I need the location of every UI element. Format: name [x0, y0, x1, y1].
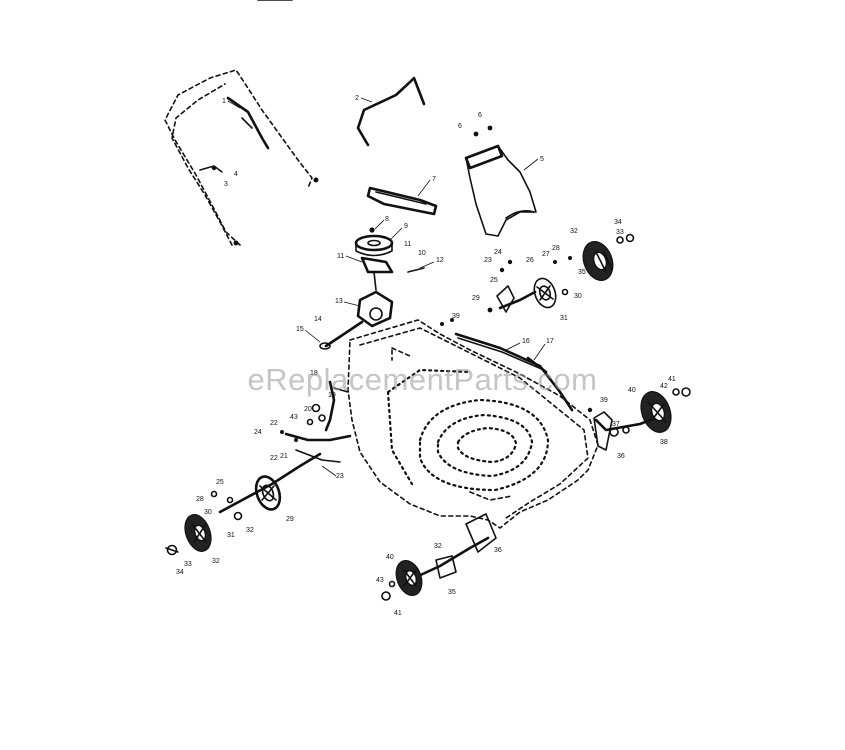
callout-33a: 33 [616, 229, 624, 236]
callout-42: 42 [660, 383, 668, 390]
callout-18: 18 [310, 370, 318, 377]
callout-36b: 36 [494, 547, 502, 554]
callout-36a: 36 [617, 453, 625, 460]
front-left-wheel-group [381, 513, 497, 601]
callout-20: 20 [304, 406, 312, 413]
rear-right-drive-group [487, 233, 635, 313]
callout-6b: 6 [478, 112, 482, 119]
callout-8: 8 [385, 216, 389, 223]
callout-31b: 31 [227, 532, 235, 539]
callout-12: 12 [436, 257, 444, 264]
callout-11b: 11 [404, 241, 411, 248]
callout-32a: 32 [570, 228, 578, 235]
callout-33b: 33 [184, 561, 192, 568]
callout-40b: 40 [386, 554, 394, 561]
callout-24b: 24 [254, 429, 262, 436]
callout-35a: 35 [578, 269, 586, 276]
callout-28a: 28 [552, 245, 560, 252]
callout-35b: 35 [448, 589, 456, 596]
control-bar [356, 76, 426, 147]
callout-32c: 32 [212, 558, 220, 565]
callout-38: 38 [660, 439, 668, 446]
callout-7: 7 [432, 176, 436, 183]
callout-39b: 39 [452, 313, 460, 320]
callout-15: 15 [296, 326, 304, 333]
callouts: 1 2 3 4 5 6 6 7 8 9 10 11 11 12 13 14 15… [176, 95, 676, 617]
callout-29b: 29 [286, 516, 294, 523]
callout-30a: 30 [574, 293, 582, 300]
callout-5: 5 [540, 156, 544, 163]
callout-24a: 24 [494, 249, 502, 256]
callout-22b: 22 [270, 455, 278, 462]
callout-23a: 23 [484, 257, 492, 264]
callout-4: 4 [234, 171, 238, 178]
callout-43a: 43 [290, 414, 298, 421]
callout-26a: 26 [526, 257, 534, 264]
callout-28b: 28 [196, 496, 204, 503]
callout-27: 27 [542, 251, 550, 258]
transmission [319, 290, 394, 350]
callout-32b: 32 [246, 527, 254, 534]
callout-34a: 34 [614, 219, 622, 226]
callout-1: 1 [222, 98, 226, 105]
callout-3: 3 [224, 181, 228, 188]
control-rod [440, 318, 593, 413]
callout-14: 14 [314, 316, 322, 323]
callout-25a: 25 [490, 277, 498, 284]
callout-29a: 29 [472, 295, 480, 302]
callout-30b: 30 [204, 509, 212, 516]
front-right-wheel-group [593, 387, 691, 451]
callout-17: 17 [546, 338, 554, 345]
callout-9: 9 [404, 223, 408, 230]
callout-43b: 43 [376, 577, 384, 584]
callout-11a: 11 [337, 253, 344, 260]
callout-41a: 41 [668, 376, 676, 383]
callout-37: 37 [612, 421, 620, 428]
callout-31a: 31 [560, 315, 568, 322]
callout-22a: 22 [270, 420, 278, 427]
handle-assembly [164, 69, 319, 246]
callout-41b: 41 [394, 610, 402, 617]
callout-32d: 32 [434, 543, 442, 550]
callout-10: 10 [418, 250, 426, 257]
drive-belt [366, 186, 438, 216]
callout-21: 21 [280, 453, 288, 460]
callout-16: 16 [522, 338, 530, 345]
callout-2: 2 [355, 95, 359, 102]
callout-25b: 25 [216, 479, 224, 486]
discharge-chute [464, 125, 537, 237]
callout-40a: 40 [628, 387, 636, 394]
callout-19: 19 [328, 392, 336, 399]
callout-39a: 39 [600, 397, 608, 404]
rear-left-drive-group [165, 380, 352, 556]
mower-deck [347, 319, 599, 529]
callout-34b: 34 [176, 569, 184, 576]
handle-bracket [226, 96, 270, 150]
pulley-assembly [354, 227, 425, 291]
callout-6a: 6 [458, 123, 462, 130]
callout-23b: 23 [336, 473, 344, 480]
callout-13: 13 [335, 298, 343, 305]
